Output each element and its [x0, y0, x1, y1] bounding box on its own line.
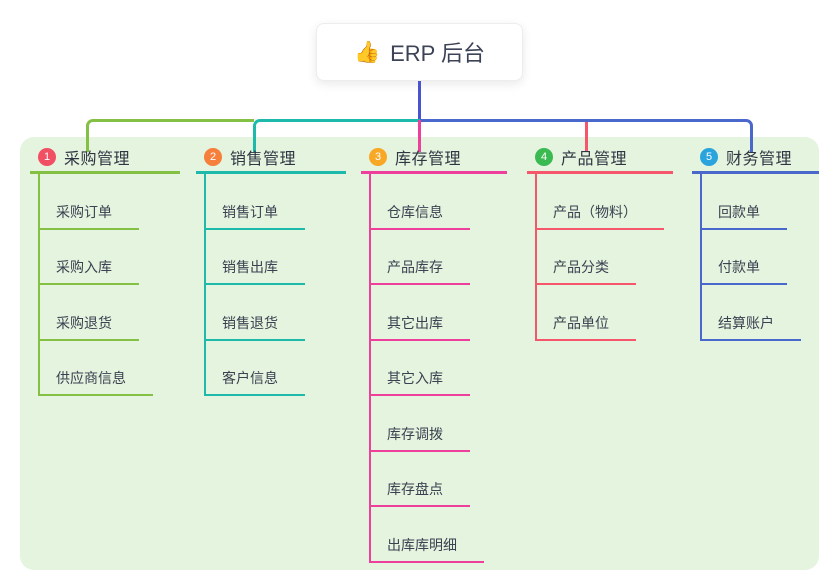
- connector-branch4-drop: [585, 122, 588, 152]
- child-topic[interactable]: 产品单位: [537, 285, 636, 341]
- branch-column-5: 5 财务管理回款单付款单结算账户: [692, 143, 819, 341]
- branch-label: 销售管理: [230, 151, 297, 168]
- child-topic[interactable]: 其它出库: [371, 285, 470, 341]
- child-topic[interactable]: 供应商信息: [40, 341, 153, 396]
- branch-column-2: 2 销售管理销售订单销售出库销售退货客户信息: [196, 143, 346, 396]
- connector-branch1-elbow: [86, 119, 254, 152]
- branch-column-4: 4 产品管理产品（物料）产品分类产品单位: [527, 143, 673, 341]
- branch-number-badge: 4: [535, 148, 553, 166]
- branch-title-1[interactable]: 1 采购管理: [30, 143, 180, 174]
- child-topic[interactable]: 出库库明细: [371, 507, 484, 563]
- branch-column-3: 3 库存管理仓库信息产品库存其它出库其它入库库存调拨库存盘点出库库明细: [361, 143, 507, 563]
- branch-label: 采购管理: [64, 151, 131, 168]
- branch-number-badge: 5: [700, 148, 718, 166]
- root-node-erp[interactable]: 👍 ERP 后台: [316, 23, 523, 81]
- branch-title-4[interactable]: 4 产品管理: [527, 143, 673, 174]
- child-topic[interactable]: 采购入库: [40, 230, 139, 285]
- child-topic[interactable]: 客户信息: [206, 341, 305, 396]
- child-topic[interactable]: 采购退货: [40, 285, 139, 341]
- branch-title-5[interactable]: 5 财务管理: [692, 143, 819, 174]
- branch-children: 采购订单采购入库采购退货供应商信息: [38, 174, 180, 396]
- thumbs-up-icon: 👍: [353, 40, 381, 64]
- child-topic[interactable]: 仓库信息: [371, 174, 470, 230]
- branch-children: 产品（物料）产品分类产品单位: [535, 174, 673, 341]
- child-topic[interactable]: 库存盘点: [371, 452, 470, 507]
- child-topic[interactable]: 回款单: [702, 174, 787, 230]
- branch-title-3[interactable]: 3 库存管理: [361, 143, 507, 174]
- connector-branch3-drop: [418, 120, 421, 152]
- branch-children: 回款单付款单结算账户: [700, 174, 819, 341]
- child-topic[interactable]: 其它入库: [371, 341, 470, 396]
- child-topic[interactable]: 销售退货: [206, 285, 305, 341]
- branch-title-2[interactable]: 2 销售管理: [196, 143, 346, 174]
- child-topic[interactable]: 付款单: [702, 230, 787, 285]
- connector-branch5-elbow: [420, 119, 753, 152]
- branch-label: 财务管理: [726, 151, 793, 168]
- connector-branch2-elbow: [253, 119, 420, 152]
- child-topic[interactable]: 销售出库: [206, 230, 305, 285]
- child-topic[interactable]: 库存调拨: [371, 396, 470, 452]
- branch-number-badge: 3: [369, 148, 387, 166]
- child-topic[interactable]: 产品分类: [537, 230, 636, 285]
- child-topic[interactable]: 产品（物料）: [537, 174, 664, 230]
- connector-root-vertical: [418, 81, 421, 121]
- branch-children: 销售订单销售出库销售退货客户信息: [204, 174, 346, 396]
- branch-label: 产品管理: [561, 151, 628, 168]
- child-topic[interactable]: 产品库存: [371, 230, 470, 285]
- child-topic[interactable]: 采购订单: [40, 174, 139, 230]
- branches-panel: [20, 137, 819, 570]
- branch-children: 仓库信息产品库存其它出库其它入库库存调拨库存盘点出库库明细: [369, 174, 507, 563]
- branch-label: 库存管理: [395, 151, 462, 168]
- child-topic[interactable]: 销售订单: [206, 174, 305, 230]
- root-title: ERP 后台: [390, 41, 486, 66]
- branch-number-badge: 2: [204, 148, 222, 166]
- branch-number-badge: 1: [38, 148, 56, 166]
- branch-column-1: 1 采购管理采购订单采购入库采购退货供应商信息: [30, 143, 180, 396]
- child-topic[interactable]: 结算账户: [702, 285, 801, 341]
